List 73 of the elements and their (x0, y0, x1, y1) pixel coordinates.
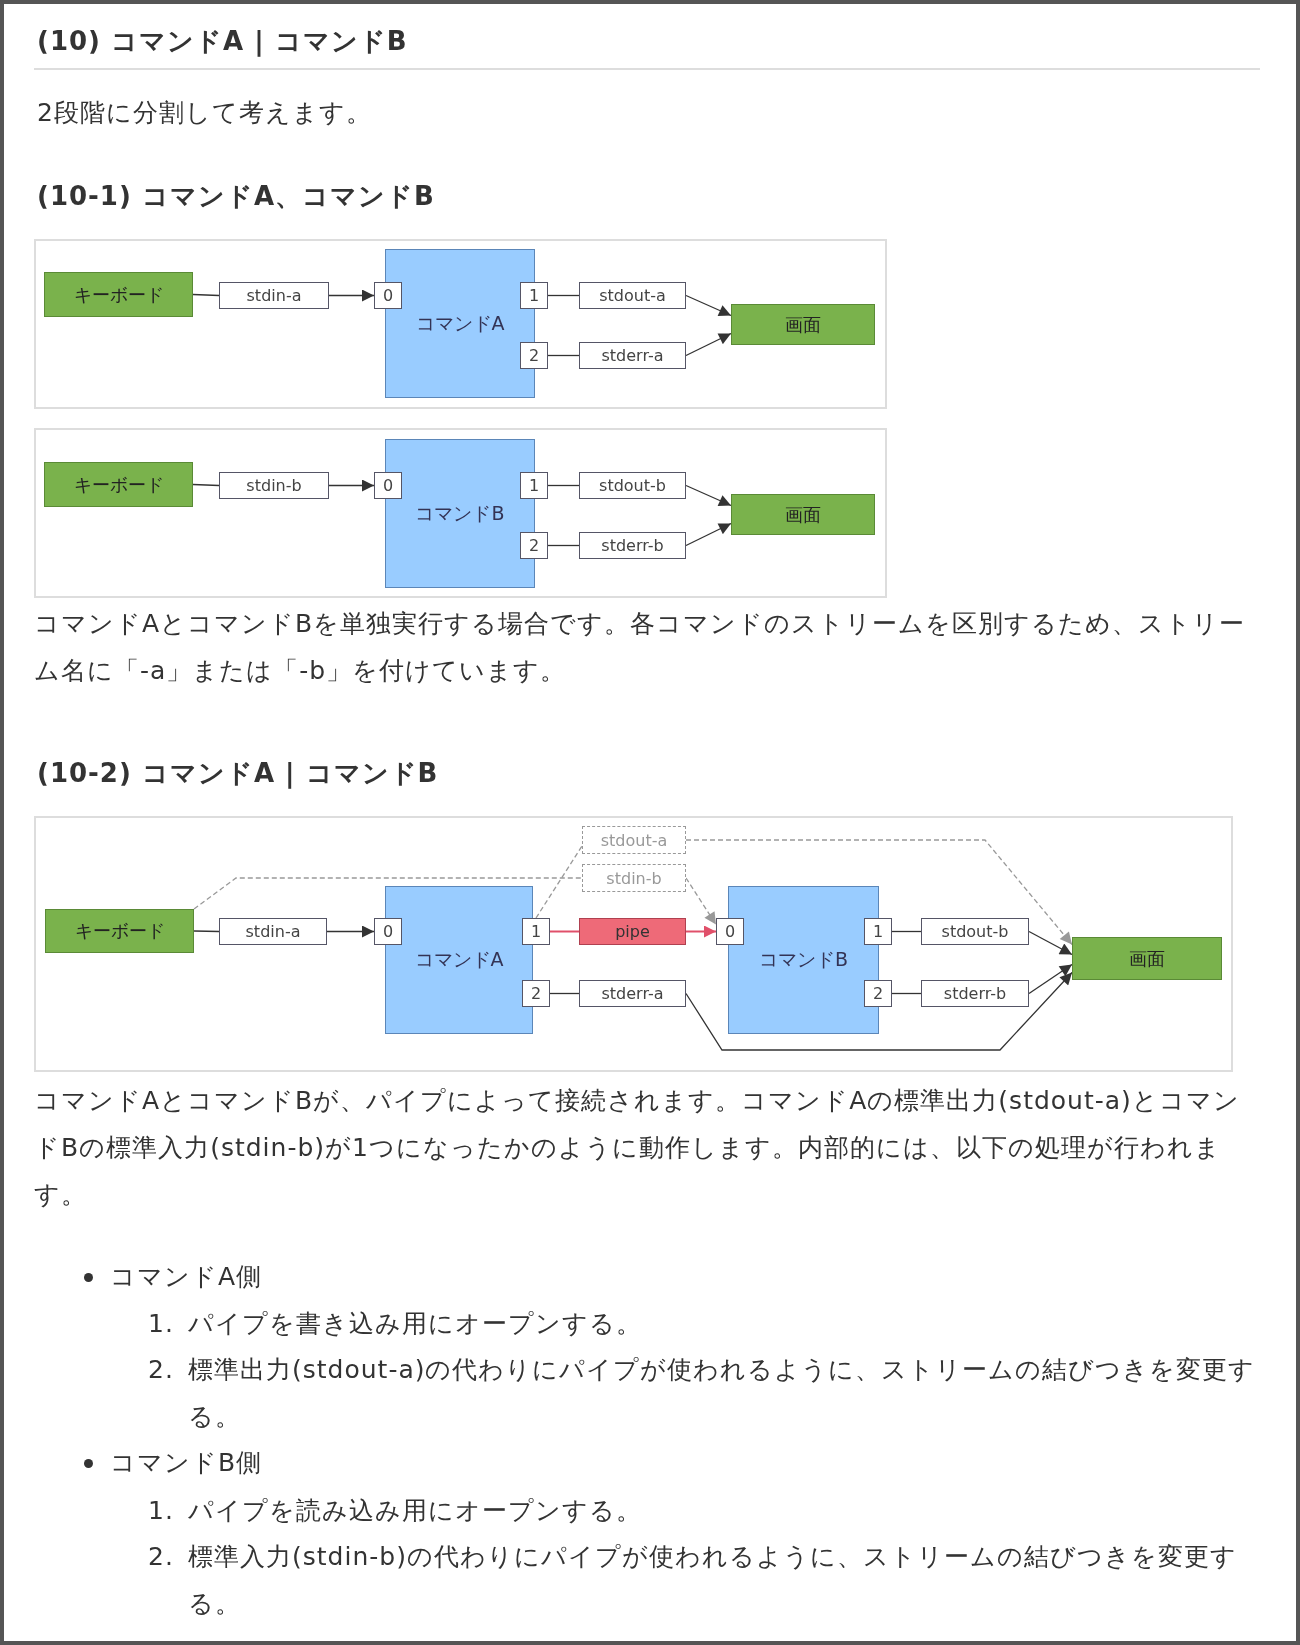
stream-label-box: stdout-b (579, 472, 686, 499)
list-number: 2. (148, 1541, 174, 1573)
list-item: パイプを読み込み用にオープンする。 (188, 1495, 643, 1527)
page-title: (10) コマンドA | コマンドB (37, 25, 408, 59)
screen-box: 画面 (1072, 937, 1222, 980)
port-box: 0 (374, 472, 402, 499)
connector-line (535, 845, 583, 919)
stream-label-box: stdout-a (582, 826, 686, 854)
port-box: 0 (374, 918, 402, 945)
connector-line (192, 293, 220, 297)
stream-label-box: stderr-b (579, 532, 686, 559)
arrow (685, 839, 1073, 946)
arrow (1028, 930, 1073, 956)
port-box: 2 (520, 342, 548, 369)
arrow (685, 332, 732, 357)
arrow (685, 294, 732, 317)
stream-label-box: stderr-a (579, 980, 686, 1007)
list-item: コマンドA側 (110, 1261, 264, 1293)
connector-line (547, 294, 580, 297)
connector-line (547, 544, 580, 547)
list-number: 2. (148, 1354, 174, 1386)
keyboard-box: キーボード (45, 909, 194, 953)
arrow (685, 484, 732, 507)
port-box: 0 (374, 282, 402, 309)
connector-line (193, 930, 220, 933)
arrow (685, 971, 1073, 1051)
arrow (685, 522, 732, 547)
port-box: 1 (864, 918, 892, 945)
stream-label-box: stderr-b (921, 980, 1029, 1007)
stream-label-box: stdin-b (582, 864, 686, 892)
list-item: 標準入力(stdin-b)の代わりにパイプが使われるように、ストリームの結びつきを変更する。 (188, 1541, 1238, 1620)
arrow (1028, 963, 1073, 995)
arrow (328, 289, 375, 302)
list-number: 1. (148, 1495, 174, 1527)
body-text: 2段階に分割して考えます。 (37, 97, 373, 129)
port-box: 2 (864, 980, 892, 1007)
list-item: 標準出力(stdout-a)の代わりにパイプが使われるように、ストリームの結びつきを変更する。 (188, 1354, 1257, 1433)
section-heading: (10-1) コマンドA、コマンドB (37, 180, 436, 213)
connector-line (891, 992, 922, 995)
stream-label-box: stdin-a (219, 282, 329, 309)
body-text: コマンドAとコマンドBを単独実行する場合です。各コマンドのストリームを区別するため、ストリーム名に「-a」または「-b」を付けています。 (34, 608, 1247, 687)
screen-box: 画面 (731, 304, 875, 345)
connector-line (547, 354, 580, 357)
body-text: コマンドAとコマンドBが、パイプによって接続されます。コマンドAの標準出力(stdout-a)とコマンドBの標準入力(stdin-b)が1つになったかのように動作します。内部的には、以下の処理が行われます。 (34, 1085, 1241, 1211)
port-box: 1 (520, 472, 548, 499)
keyboard-box: キーボード (44, 272, 193, 317)
list-item: コマンドB側 (110, 1447, 264, 1479)
connector-line (891, 930, 922, 933)
list-number: 1. (148, 1308, 174, 1340)
arrow (685, 925, 717, 938)
stream-label-box: stdin-a (219, 918, 327, 945)
screen-box: 画面 (731, 494, 875, 535)
stream-label-box: stderr-a (579, 342, 686, 369)
arrow (685, 877, 717, 926)
connector-line (193, 877, 583, 910)
stream-label-box: stdin-b (219, 472, 329, 499)
port-box: 1 (520, 282, 548, 309)
connector-line (547, 484, 580, 487)
port-box: 2 (520, 532, 548, 559)
connector-line (549, 992, 580, 995)
connector-line (549, 930, 580, 933)
stream-label-box: stdout-b (921, 918, 1029, 945)
keyboard-box: キーボード (44, 462, 193, 507)
section-heading: (10-2) コマンドA | コマンドB (37, 757, 440, 791)
port-box: 1 (522, 918, 550, 945)
arrow (326, 925, 375, 938)
stream-label-box: stdout-a (579, 282, 686, 309)
list-item: パイプを書き込み用にオープンする。 (188, 1308, 643, 1340)
port-box: 2 (522, 980, 550, 1007)
port-box: 0 (716, 918, 744, 945)
pipe-box: pipe (579, 918, 686, 945)
connector-line (192, 483, 220, 487)
arrow (328, 479, 375, 492)
